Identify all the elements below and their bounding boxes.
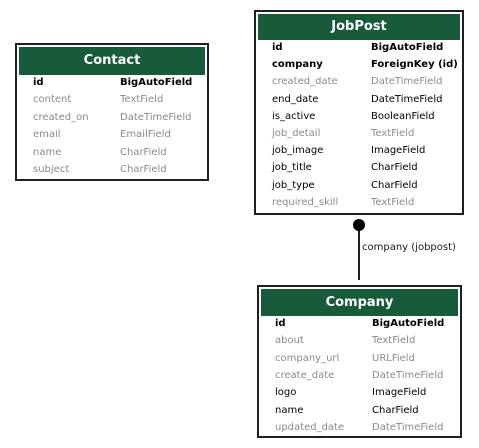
field-name: job_type — [272, 179, 315, 191]
field-type: TextField — [371, 196, 415, 208]
field-type: CharField — [372, 404, 419, 416]
model-contact: Contact id BigAutoField content TextField cr… — [15, 43, 209, 181]
field-type: ForeignKey (id) — [371, 59, 458, 71]
field-type: BigAutoField — [120, 77, 193, 88]
field-name: email — [33, 129, 61, 141]
field-row: job_image ImageField — [256, 142, 462, 159]
field-type: BigAutoField — [372, 318, 445, 329]
field-row: end_date DateTimeField — [256, 91, 462, 108]
field-row: content TextField — [17, 91, 207, 108]
field-name: about — [275, 335, 304, 347]
field-type: BigAutoField — [371, 42, 444, 53]
field-row: created_date DateTimeField — [256, 73, 462, 90]
field-row: company_url URLField — [259, 350, 460, 367]
field-type: TextField — [120, 94, 164, 106]
field-type: TextField — [372, 335, 416, 347]
field-name: company_url — [275, 352, 340, 364]
field-name: id — [33, 77, 44, 88]
model-company: Company id BigAutoField about TextField comp… — [257, 285, 462, 438]
field-name: name — [33, 146, 62, 158]
field-type: DateTimeField — [372, 421, 444, 433]
field-row: id BigAutoField — [256, 39, 462, 56]
field-type: ImageField — [372, 387, 427, 399]
field-name: id — [275, 318, 286, 329]
field-row: subject CharField — [17, 161, 207, 178]
field-type: CharField — [371, 162, 418, 174]
field-type: TextField — [371, 128, 415, 139]
field-name: is_active — [272, 110, 316, 122]
field-type: DateTimeField — [371, 93, 443, 105]
field-name: content — [33, 94, 72, 106]
field-name: end_date — [272, 93, 319, 105]
field-row: id BigAutoField — [259, 315, 460, 332]
model-fields-company: id BigAutoField about TextField company_url U… — [259, 287, 460, 436]
field-row: updated_date DateTimeField — [259, 419, 460, 436]
field-row: job_type CharField — [256, 177, 462, 194]
field-name: job_detail — [272, 128, 321, 139]
field-name: created_on — [33, 111, 89, 123]
field-row: job_detail TextField — [256, 125, 462, 142]
field-name: company — [272, 59, 323, 71]
relation-line — [358, 225, 360, 280]
field-name: subject — [33, 164, 70, 175]
relation-label: company (jobpost) — [362, 242, 456, 253]
field-type: ImageField — [371, 145, 426, 157]
relation-endpoint-dot — [353, 219, 365, 231]
field-name: logo — [275, 387, 297, 399]
field-name: name — [275, 404, 304, 416]
field-name: required_skill — [272, 196, 339, 208]
field-row: company ForeignKey (id) — [256, 56, 462, 73]
field-type: CharField — [120, 146, 167, 158]
field-name: created_date — [272, 76, 338, 88]
field-name: updated_date — [275, 421, 345, 433]
field-row: name CharField — [17, 144, 207, 161]
field-row: required_skill TextField — [256, 194, 462, 211]
field-type: URLField — [372, 352, 415, 364]
model-title-company: Company — [261, 289, 458, 316]
field-type: DateTimeField — [372, 369, 444, 381]
field-row: job_title CharField — [256, 159, 462, 176]
field-name: id — [272, 42, 283, 53]
field-name: job_image — [272, 145, 324, 157]
model-title-contact: Contact — [19, 47, 205, 75]
field-row: created_on DateTimeField — [17, 109, 207, 126]
field-type: EmailField — [120, 129, 171, 141]
model-jobpost: JobPost id BigAutoField company ForeignKey … — [254, 10, 464, 215]
field-type: DateTimeField — [120, 111, 192, 123]
field-row: is_active BooleanField — [256, 108, 462, 125]
field-row: email EmailField — [17, 126, 207, 143]
field-row: name CharField — [259, 402, 460, 419]
field-row: id BigAutoField — [17, 74, 207, 91]
field-row: create_date DateTimeField — [259, 367, 460, 384]
model-fields-jobpost: id BigAutoField company ForeignKey (id) crea… — [256, 12, 462, 213]
model-fields-contact: id BigAutoField content TextField created_on… — [17, 45, 207, 179]
field-type: CharField — [371, 179, 418, 191]
field-name: create_date — [275, 369, 335, 381]
field-type: DateTimeField — [371, 76, 443, 88]
field-row: logo ImageField — [259, 384, 460, 401]
field-name: job_title — [272, 162, 312, 174]
field-type: CharField — [120, 164, 167, 175]
field-type: BooleanField — [371, 110, 435, 122]
model-title-jobpost: JobPost — [258, 14, 460, 40]
field-row: about TextField — [259, 332, 460, 349]
